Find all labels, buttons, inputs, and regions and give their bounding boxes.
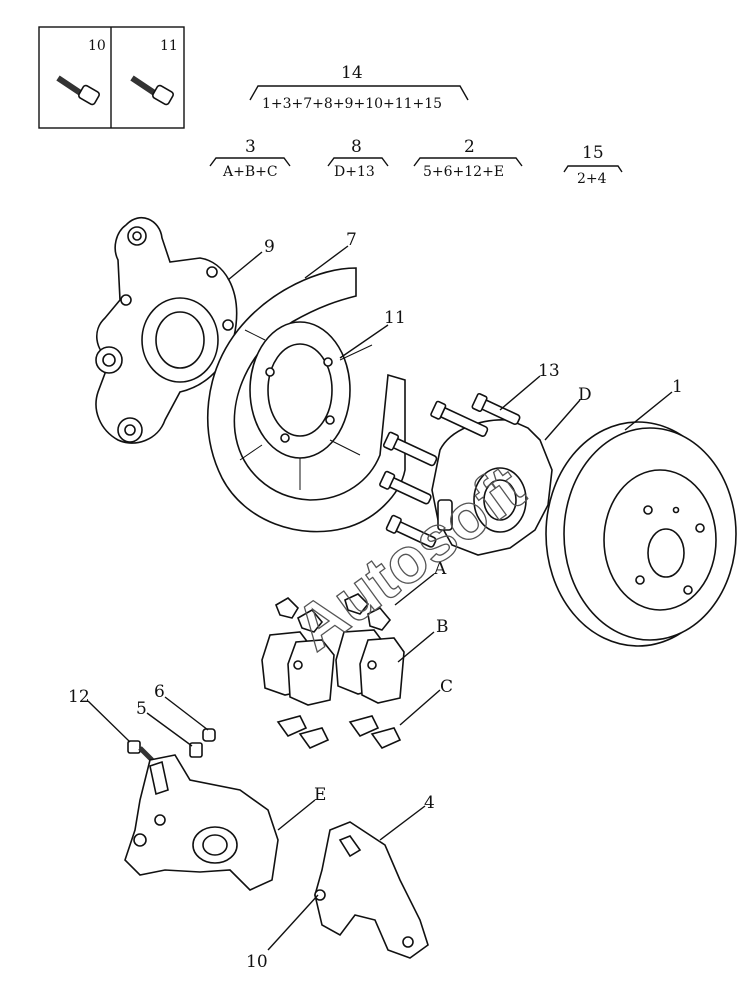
callout-11: 11 [384,308,406,328]
callout-7: 7 [346,230,357,250]
caliper-carrier-part-4 [314,821,429,959]
formula-15: 15 2+4 [563,143,623,187]
callout-5: 5 [136,699,147,719]
callout-1: 1 [672,377,683,397]
svg-text:14: 14 [341,63,363,83]
inset-box: 10 11 [38,26,185,129]
callout-C: C [440,677,453,697]
callout-E: E [314,785,326,805]
svg-text:5+6+12+E: 5+6+12+E [423,164,504,180]
wheel-studs-part-13 [379,392,521,548]
leader-lines [87,245,673,951]
brake-disc-part-1 [545,421,737,647]
svg-text:15: 15 [582,143,604,163]
clips-part-A [275,593,392,633]
bolt-part-12 [127,740,154,762]
svg-text:2: 2 [464,137,475,157]
callout-10: 10 [246,952,268,972]
callout-A: A [433,559,447,579]
svg-text:1+3+7+8+9+10+11+15: 1+3+7+8+9+10+11+15 [262,96,442,112]
inset-label-11: 11 [160,38,178,54]
dust-shield-part-7 [206,267,406,533]
callout-12: 12 [68,687,90,707]
svg-text:2+4: 2+4 [577,171,607,187]
hub-part-D [431,419,553,556]
bleeder-part-5 [189,742,203,758]
callout-B: B [436,617,449,637]
formula-8: 8 D+13 [327,137,389,180]
svg-text:A+B+C: A+B+C [222,164,278,180]
callout-9: 9 [264,237,275,257]
knuckle-part-9 [95,216,238,444]
formula-2: 2 5+6+12+E [413,137,523,180]
brake-pads-part-B [261,629,405,706]
callout-D: D [578,385,592,405]
formula-14: 14 1+3+7+8+9+10+11+15 [249,63,469,112]
bolt-11-icon [130,75,174,106]
springs-part-C [276,715,402,749]
cap-part-6 [202,728,216,742]
svg-text:3: 3 [245,137,256,157]
svg-text:8: 8 [351,137,362,157]
inset-label-10: 10 [88,38,106,54]
callout-6: 6 [154,682,165,702]
watermark: Autosoft [282,452,537,665]
callout-13: 13 [538,361,560,381]
caliper-part-E [124,754,279,891]
bolt-10-icon [56,75,100,106]
svg-text:D+13: D+13 [334,164,375,180]
callout-4: 4 [424,793,435,813]
formula-3: 3 A+B+C [209,137,291,180]
